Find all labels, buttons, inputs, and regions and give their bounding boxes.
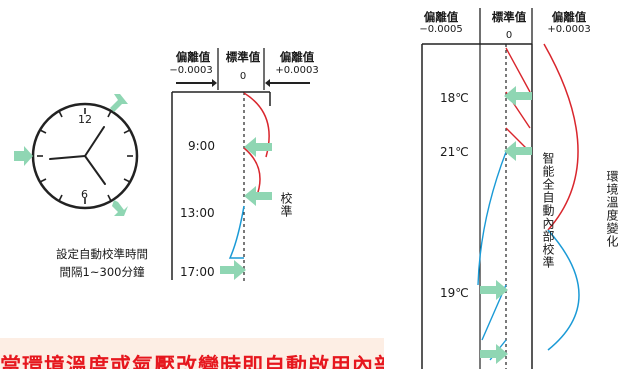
- arrow-right-icon: [220, 260, 246, 280]
- right-internal-calibration-label: 智能全自動內部校準: [541, 152, 555, 269]
- arrow-topright-icon: [110, 94, 128, 112]
- left-time-1: 9:00: [188, 139, 215, 153]
- arrow-left-icon: [244, 186, 272, 206]
- bottom-banner: 當環境溫度或氣壓改變時即自動啟用內部校準: [0, 338, 384, 369]
- clock-ticks: [37, 108, 133, 204]
- arrow-left-icon: [504, 86, 532, 106]
- right-header-plus-title: 偏離值: [551, 10, 587, 24]
- left-header-standard-value: 0: [239, 71, 247, 82]
- right-temp-1: 18℃: [440, 91, 469, 105]
- arrow-left-icon: [14, 146, 33, 166]
- bottom-banner-text: 當環境溫度或氣壓改變時即自動啟用內部校準: [0, 354, 384, 369]
- right-header-standard-title: 標準值: [491, 10, 527, 24]
- arrow-right-icon: [480, 280, 508, 300]
- right-temp-3: 19℃: [440, 286, 469, 300]
- right-calibration-chart: [421, 8, 580, 369]
- left-calibration-chart: [171, 48, 310, 282]
- arrow-right-icon: [176, 79, 217, 87]
- arrow-left-icon: [244, 137, 272, 157]
- left-header-plus-value: +0.0003: [275, 65, 319, 76]
- clock-note-line2: 間隔1~300分鐘: [59, 265, 145, 279]
- right-env-change-label: 環境溫度變化: [605, 170, 619, 248]
- left-time-3: 17:00: [180, 265, 215, 279]
- right-header-standard-value: 0: [505, 30, 513, 41]
- clock-number-6: 6: [81, 188, 88, 201]
- clock-graphic: [14, 94, 139, 216]
- arrow-left-icon: [504, 141, 532, 161]
- arrow-bottomright-icon: [112, 200, 128, 216]
- clock-number-12: 12: [78, 113, 92, 126]
- right-header-minus-value: −0.0005: [419, 24, 463, 35]
- left-header-minus-title: 偏離值: [175, 50, 211, 64]
- clock-hands: [49, 126, 106, 185]
- left-header-plus-title: 偏離值: [279, 50, 315, 64]
- left-time-2: 13:00: [180, 206, 215, 220]
- left-header-standard-title: 標準值: [225, 50, 261, 64]
- right-temp-2: 21℃: [440, 145, 469, 159]
- right-header-plus-value: +0.0003: [547, 24, 591, 35]
- right-header-minus-title: 偏離值: [423, 10, 459, 24]
- left-header-minus-value: −0.0003: [169, 65, 213, 76]
- left-calibrate-label: 校準: [279, 192, 293, 218]
- clock-arrows: [14, 94, 128, 216]
- clock-note-line1: 設定自動校準時間: [56, 247, 148, 261]
- arrow-right-icon: [480, 344, 508, 364]
- arrow-left-icon: [265, 79, 310, 87]
